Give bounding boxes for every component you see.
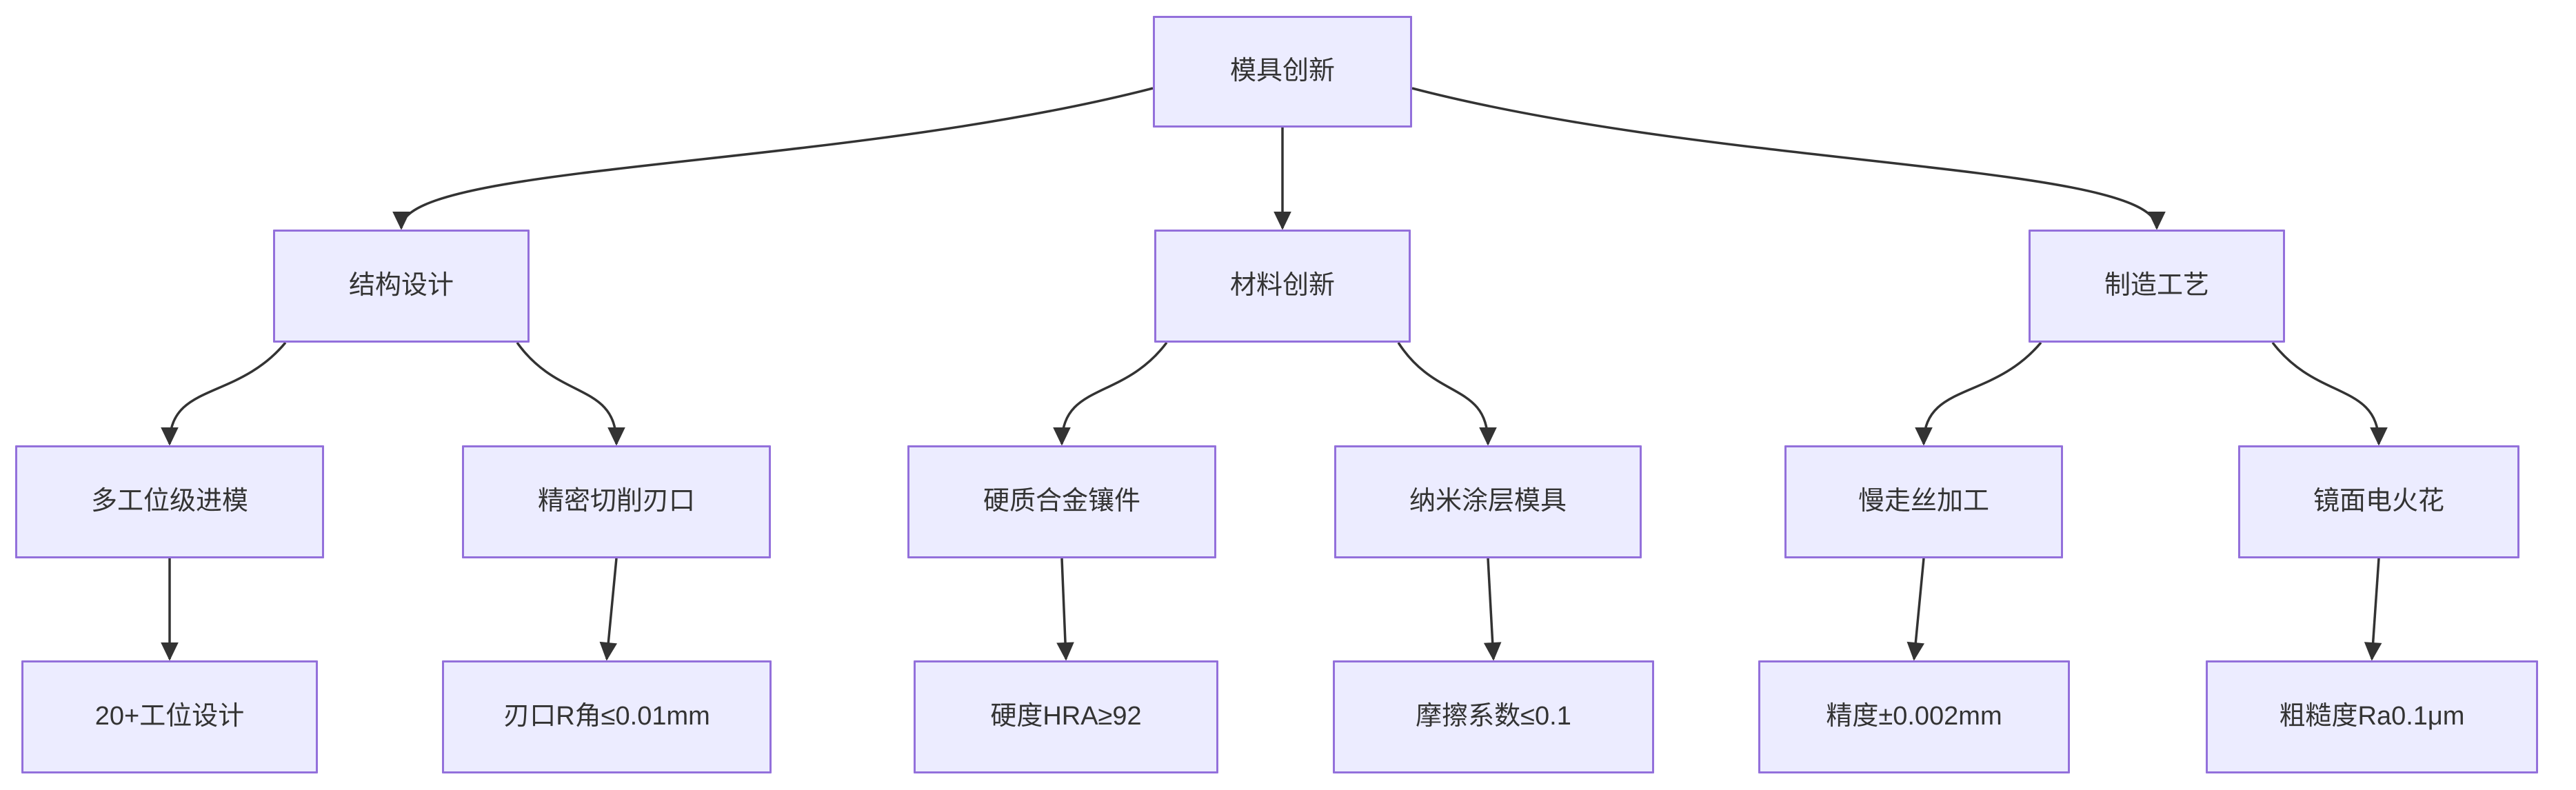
node-nano-coating-mold: 纳米涂层模具 <box>1334 445 1642 558</box>
node-label: 纳米涂层模具 <box>1409 487 1567 516</box>
node-edge-r-angle-spec: 刃口R角≤0.01mm <box>442 660 772 773</box>
node-slow-wire-cutting: 慢走丝加工 <box>1784 445 2063 558</box>
node-manufacturing-process: 制造工艺 <box>2029 230 2285 343</box>
node-label: 精密切削刃口 <box>537 487 695 516</box>
node-label: 慢走丝加工 <box>1858 487 1989 516</box>
node-carbide-insert: 硬质合金镶件 <box>907 445 1216 558</box>
node-label: 结构设计 <box>348 271 454 301</box>
node-precision-cutting-edge: 精密切削刃口 <box>462 445 771 558</box>
node-label: 镜面电火花 <box>2313 487 2444 516</box>
node-label: 材料创新 <box>1229 271 1335 301</box>
node-friction-coefficient-spec: 摩擦系数≤0.1 <box>1333 660 1654 773</box>
node-structure-design: 结构设计 <box>273 230 530 343</box>
node-multi-station-progressive-die: 多工位级进模 <box>15 445 324 558</box>
node-label: 制造工艺 <box>2104 271 2209 301</box>
node-accuracy-spec: 精度±0.002mm <box>1758 660 2070 773</box>
node-label: 20+工位设计 <box>94 702 245 731</box>
node-hardness-spec: 硬度HRA≥92 <box>914 660 1218 773</box>
node-label: 精度±0.002mm <box>1826 702 2002 731</box>
node-label: 多工位级进模 <box>90 487 248 516</box>
node-label: 摩擦系数≤0.1 <box>1416 702 1571 731</box>
node-label: 硬质合金镶件 <box>983 487 1140 516</box>
node-roughness-spec: 粗糙度Ra0.1μm <box>2206 660 2538 773</box>
node-label: 硬度HRA≥92 <box>990 702 1142 731</box>
node-mold-innovation: 模具创新 <box>1153 16 1412 128</box>
node-label: 刃口R角≤0.01mm <box>503 702 710 731</box>
node-label: 粗糙度Ra0.1μm <box>2279 702 2465 731</box>
node-label: 模具创新 <box>1229 57 1335 86</box>
node-stations-20plus-design: 20+工位设计 <box>21 660 318 773</box>
node-material-innovation: 材料创新 <box>1154 230 1411 343</box>
node-mirror-edm: 镜面电火花 <box>2238 445 2519 558</box>
